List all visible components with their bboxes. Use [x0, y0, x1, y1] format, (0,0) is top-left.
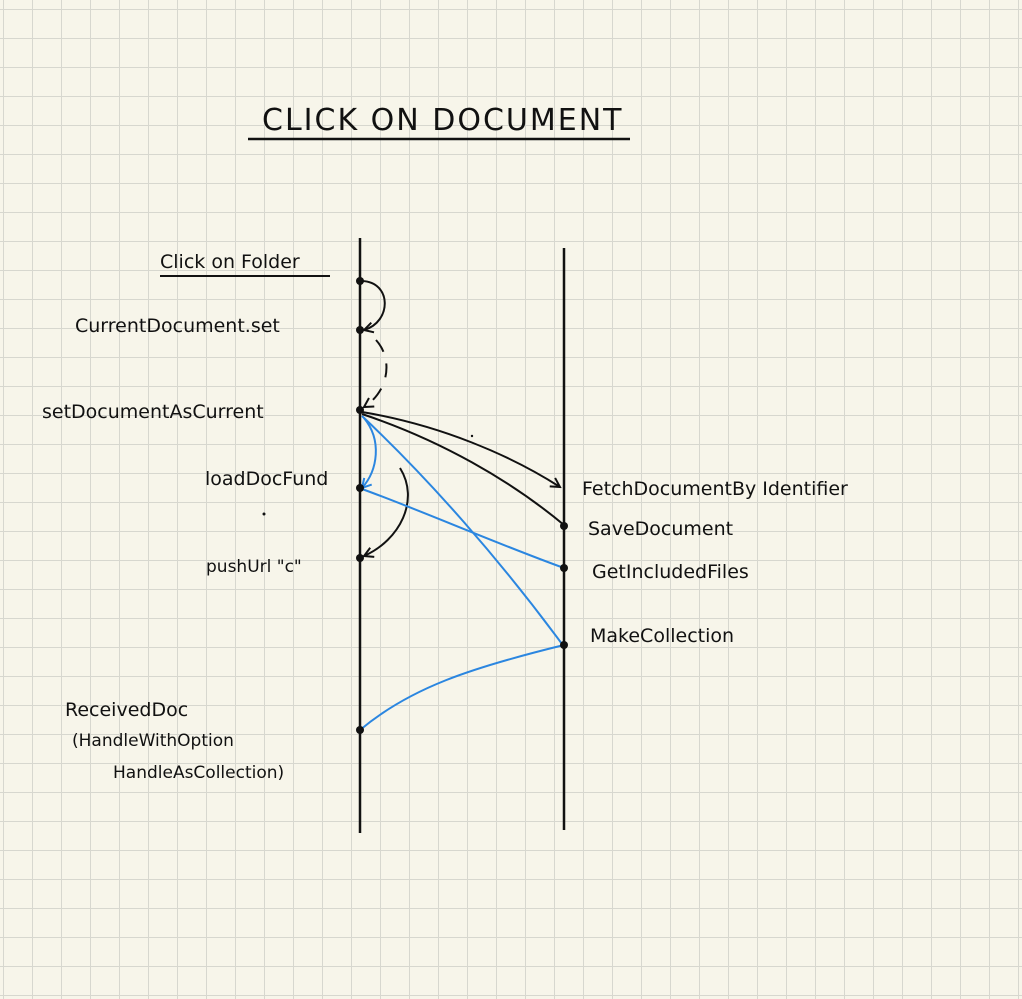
label-click-on-folder: Click on Folder	[160, 251, 300, 273]
arrow-set-to-current-dashed	[364, 339, 388, 407]
label-current-document-set: CurrentDocument.set	[75, 315, 280, 337]
right-dot-make-collection	[560, 641, 568, 649]
arrow-make-collection-to-received-blue	[359, 644, 565, 731]
left-dot-received-doc	[356, 726, 364, 734]
right-dot-get-included-files	[560, 564, 568, 572]
stray-mark	[262, 512, 266, 516]
left-dot-load-doc-fund	[356, 484, 364, 492]
label-push-url: pushUrl "c"	[206, 557, 302, 577]
arrow-folder-to-set	[361, 280, 386, 330]
label-load-doc-fund: loadDocFund	[205, 468, 328, 490]
label-received-doc: ReceivedDoc	[65, 699, 188, 721]
left-dot-push-url	[356, 554, 364, 562]
left-dot-click-on-folder	[356, 277, 364, 285]
arrow-current-to-fetch	[361, 411, 560, 487]
label-set-document-as-current: setDocumentAsCurrent	[42, 401, 264, 423]
label-fetch-document: FetchDocumentBy Identifier	[582, 478, 848, 500]
label-save-document: SaveDocument	[588, 518, 733, 540]
arrow-current-to-save	[361, 413, 565, 526]
left-dot-set-document-as-current	[356, 406, 364, 414]
arrow-load-to-get-files-blue	[361, 488, 565, 569]
label-make-collection: MakeCollection	[590, 625, 734, 647]
arrow-current-to-make-collection-blue	[361, 415, 563, 645]
label-handle-with-option: (HandleWithOption	[72, 731, 234, 751]
diagram-title: CLICK ON DOCUMENT	[262, 103, 623, 138]
arrow-current-to-load-blue	[362, 417, 377, 488]
label-get-included-files: GetIncludedFiles	[592, 561, 749, 583]
stray-mark	[470, 434, 474, 438]
label-handle-as-collection: HandleAsCollection)	[113, 763, 284, 783]
left-dot-current-document-set	[356, 326, 364, 334]
right-dot-save-document	[560, 522, 568, 530]
arrow-load-to-push	[364, 467, 409, 556]
